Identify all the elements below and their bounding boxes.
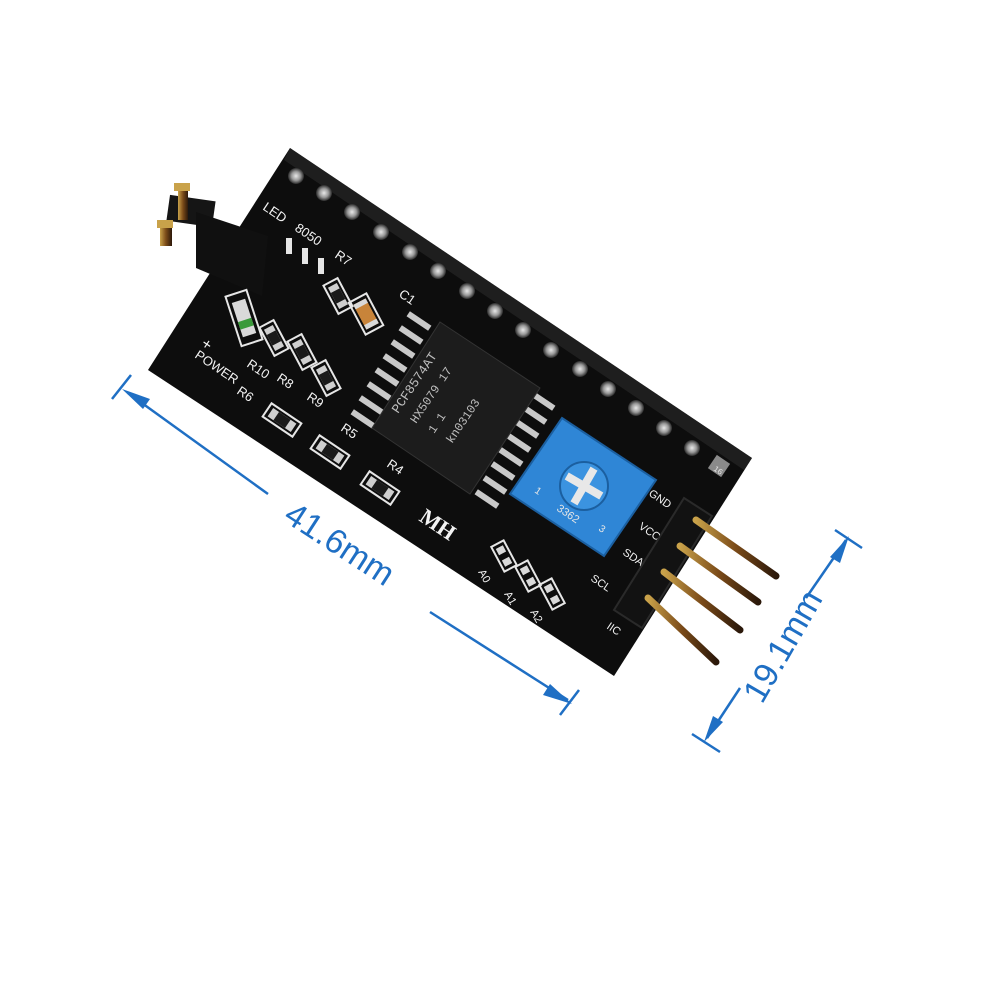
- width-arrow-bottom: [704, 716, 723, 742]
- pin-vcc: [676, 542, 762, 606]
- silk-a0: A0: [475, 568, 492, 586]
- length-arrow-right: [543, 684, 572, 704]
- pcf8574-chip: PCF8574AT HX5079 17 1 1 kn03103: [350, 311, 556, 509]
- pin-gnd: [692, 516, 780, 580]
- resistor-r4: [359, 469, 401, 507]
- width-dimension: 19.1mm: [691, 528, 863, 754]
- resistor-r8: [286, 332, 318, 372]
- pin-sda: [660, 568, 744, 634]
- silk-a2: A2: [527, 608, 544, 626]
- resistor-r10: [258, 318, 290, 358]
- smd-components: [224, 276, 567, 611]
- silk-a1: A1: [501, 590, 518, 608]
- width-arrow-top: [830, 536, 849, 563]
- length-line-upper: [127, 391, 269, 496]
- pot-pin1: 1: [532, 485, 543, 497]
- power-led: [224, 288, 264, 348]
- width-label: 19.1mm: [736, 584, 830, 709]
- transistor-8050: [286, 238, 324, 274]
- lcd-header-holes: [288, 168, 731, 478]
- jumper-a0: [489, 539, 519, 573]
- i2c-header: [612, 496, 780, 666]
- jumper-a2: [537, 577, 567, 611]
- pin-scl: [644, 594, 720, 666]
- contrast-potentiometer[interactable]: 3362 3 1: [508, 416, 658, 558]
- resistor-r6: [261, 401, 303, 439]
- resistor-r7: [322, 276, 354, 316]
- capacitor-c1: [347, 292, 385, 336]
- pot-mark: 3: [596, 523, 607, 535]
- led-jumper: [157, 183, 268, 296]
- jumper-a1: [513, 559, 543, 593]
- resistor-r9: [310, 358, 342, 398]
- resistor-r5: [309, 433, 351, 471]
- chip-body: [371, 321, 541, 495]
- length-line-lower: [429, 610, 569, 702]
- length-arrow-left: [122, 389, 150, 409]
- i2c-lcd-adapter-board: LED 8050 R7 C1 + POWER R10 R8 R9 R6 R5 R…: [148, 148, 780, 676]
